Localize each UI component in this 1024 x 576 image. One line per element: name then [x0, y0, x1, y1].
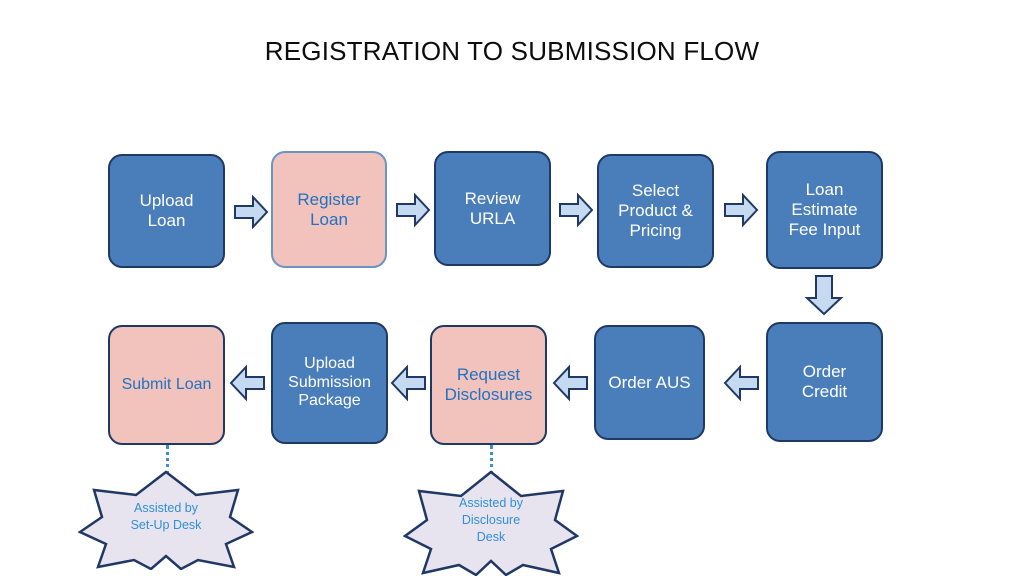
connector-submit-loan-to-callout — [166, 445, 169, 475]
node-label: Submit Loan — [121, 375, 212, 393]
arrow-review-to-select — [558, 192, 594, 228]
node-submit-loan[interactable]: Submit Loan — [108, 325, 225, 445]
page-title: REGISTRATION TO SUBMISSION FLOW — [264, 36, 760, 66]
node-label: Upload Loan — [139, 191, 194, 230]
callout-assisted-setup-desk: Assisted by Set-Up Desk — [77, 470, 255, 571]
node-register-loan[interactable]: Register Loan — [271, 151, 387, 268]
node-label: Upload Submission Package — [288, 354, 371, 410]
node-label: Request Disclosures — [444, 365, 533, 404]
node-loan-estimate-fee-input[interactable]: Loan Estimate Fee Input — [766, 151, 883, 269]
arrow-upload-to-submit — [228, 364, 266, 402]
node-label: Order Credit — [801, 362, 848, 401]
node-label: Order AUS — [608, 372, 691, 392]
node-order-aus[interactable]: Order AUS — [594, 325, 705, 440]
callout-assisted-disclosure-desk: Assisted by Disclosure Desk — [402, 470, 580, 576]
node-label: Register Loan — [297, 189, 361, 229]
node-upload-loan[interactable]: Upload Loan — [108, 154, 225, 268]
arrow-loanest-to-ordercredit — [804, 274, 844, 316]
node-select-product-pricing[interactable]: Select Product & Pricing — [597, 154, 714, 268]
node-label: Review URLA — [464, 188, 521, 228]
arrow-select-to-loanest — [723, 192, 759, 228]
node-label: Select Product & Pricing — [618, 181, 693, 240]
arrow-ordercredit-to-orderaus — [722, 364, 760, 402]
arrow-orderaus-to-request — [551, 364, 589, 402]
node-order-credit[interactable]: Order Credit — [766, 322, 883, 442]
arrow-upload-to-register — [233, 194, 269, 230]
arrow-register-to-review — [395, 192, 431, 228]
node-upload-submission-package[interactable]: Upload Submission Package — [271, 322, 388, 444]
node-review-urla[interactable]: Review URLA — [434, 151, 551, 266]
node-label: Loan Estimate Fee Input — [788, 180, 861, 239]
node-request-disclosures[interactable]: Request Disclosures — [430, 325, 547, 445]
connector-request-disclosures-to-callout — [490, 445, 493, 475]
arrow-request-to-upload — [389, 364, 427, 402]
